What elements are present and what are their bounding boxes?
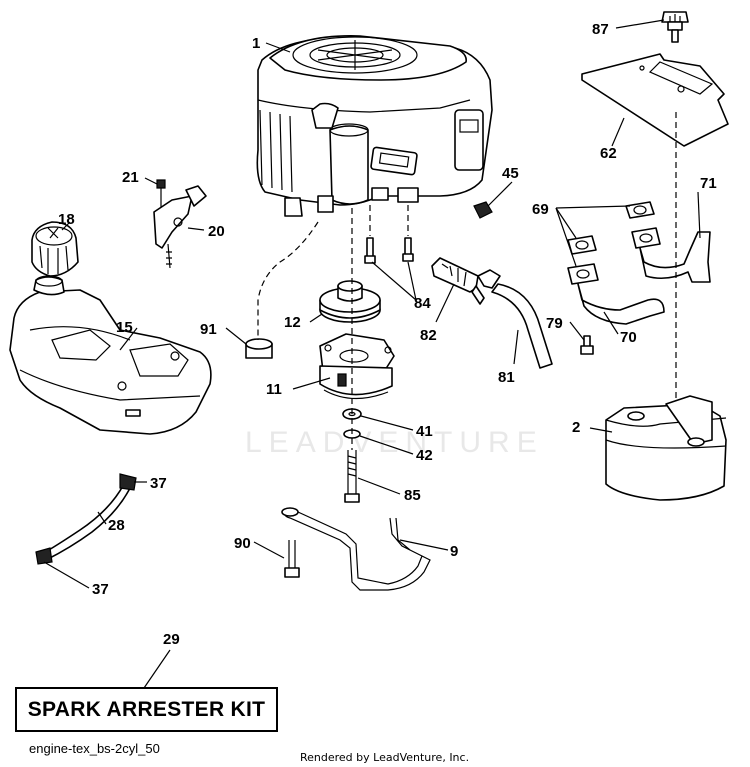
callout-20: 20	[208, 223, 225, 240]
bolt-part-90	[284, 540, 300, 578]
nut-part-45	[473, 201, 493, 219]
callout-18: 18	[58, 211, 75, 228]
bushing-part-91	[245, 338, 273, 359]
callout-1: 1	[252, 35, 260, 52]
engine-part-1	[256, 35, 493, 217]
bolt-part-79	[580, 335, 594, 355]
callout-labels: 1 87 62 21 20 18 15 91 12 11 41 42 85 45…	[58, 21, 717, 648]
clutch-part-11	[319, 333, 395, 400]
bracket-part-20	[153, 179, 207, 269]
callout-9: 9	[450, 543, 458, 560]
watermark-text: LEADVENTURE	[245, 426, 544, 459]
hose-clamp-top	[119, 473, 137, 491]
bolt-part-85	[344, 450, 360, 503]
heat-shield-part-62	[581, 53, 729, 147]
rendered-by-credit: Rendered by LeadVenture, Inc.	[300, 751, 470, 764]
pulley-part-12	[319, 280, 381, 323]
muffler-part-2	[605, 395, 727, 501]
callout-85: 85	[404, 487, 421, 504]
callout-15: 15	[116, 319, 133, 336]
hose-clamp-bottom	[35, 547, 53, 565]
callout-28: 28	[108, 517, 125, 534]
callout-41: 41	[416, 423, 433, 440]
callout-84: 84	[414, 295, 431, 312]
fuel-tank-part-15	[9, 275, 212, 435]
spark-arrester-kit-box: SPARK ARRESTER KIT	[15, 687, 278, 732]
callout-71: 71	[700, 175, 717, 192]
callout-42: 42	[416, 447, 433, 464]
diagram-id-label: engine-tex_bs-2cyl_50	[29, 741, 160, 756]
fuel-line-dash	[257, 221, 319, 340]
callout-37-bottom: 37	[92, 581, 109, 598]
exhaust-pipe-part-70	[567, 227, 665, 325]
callout-2: 2	[572, 419, 580, 436]
fuel-filter-part-82	[431, 257, 501, 305]
callout-70: 70	[620, 329, 637, 346]
callout-82: 82	[420, 327, 437, 344]
rod-end-part-9	[281, 507, 299, 517]
bolts-part-84	[364, 205, 414, 264]
hose-part-81	[491, 283, 553, 369]
spark-arrester-kit-label: SPARK ARRESTER KIT	[27, 697, 266, 721]
callout-91: 91	[200, 321, 217, 338]
exhaust-pipe-part-71	[639, 231, 711, 283]
callout-79: 79	[546, 315, 563, 332]
callout-45: 45	[502, 165, 519, 182]
fuel-cap-part-18	[31, 221, 79, 277]
callout-81: 81	[498, 369, 515, 386]
callout-87: 87	[592, 21, 609, 38]
leader-lines	[43, 19, 701, 689]
callout-37-top: 37	[150, 475, 167, 492]
callout-69: 69	[532, 201, 549, 218]
callout-90: 90	[234, 535, 251, 552]
bolt-part-87	[661, 11, 689, 43]
callout-12: 12	[284, 314, 301, 331]
callout-21: 21	[122, 169, 139, 186]
callout-29: 29	[163, 631, 180, 648]
callout-11: 11	[266, 381, 282, 398]
callout-62: 62	[600, 145, 617, 162]
rod-part-9	[284, 509, 431, 591]
